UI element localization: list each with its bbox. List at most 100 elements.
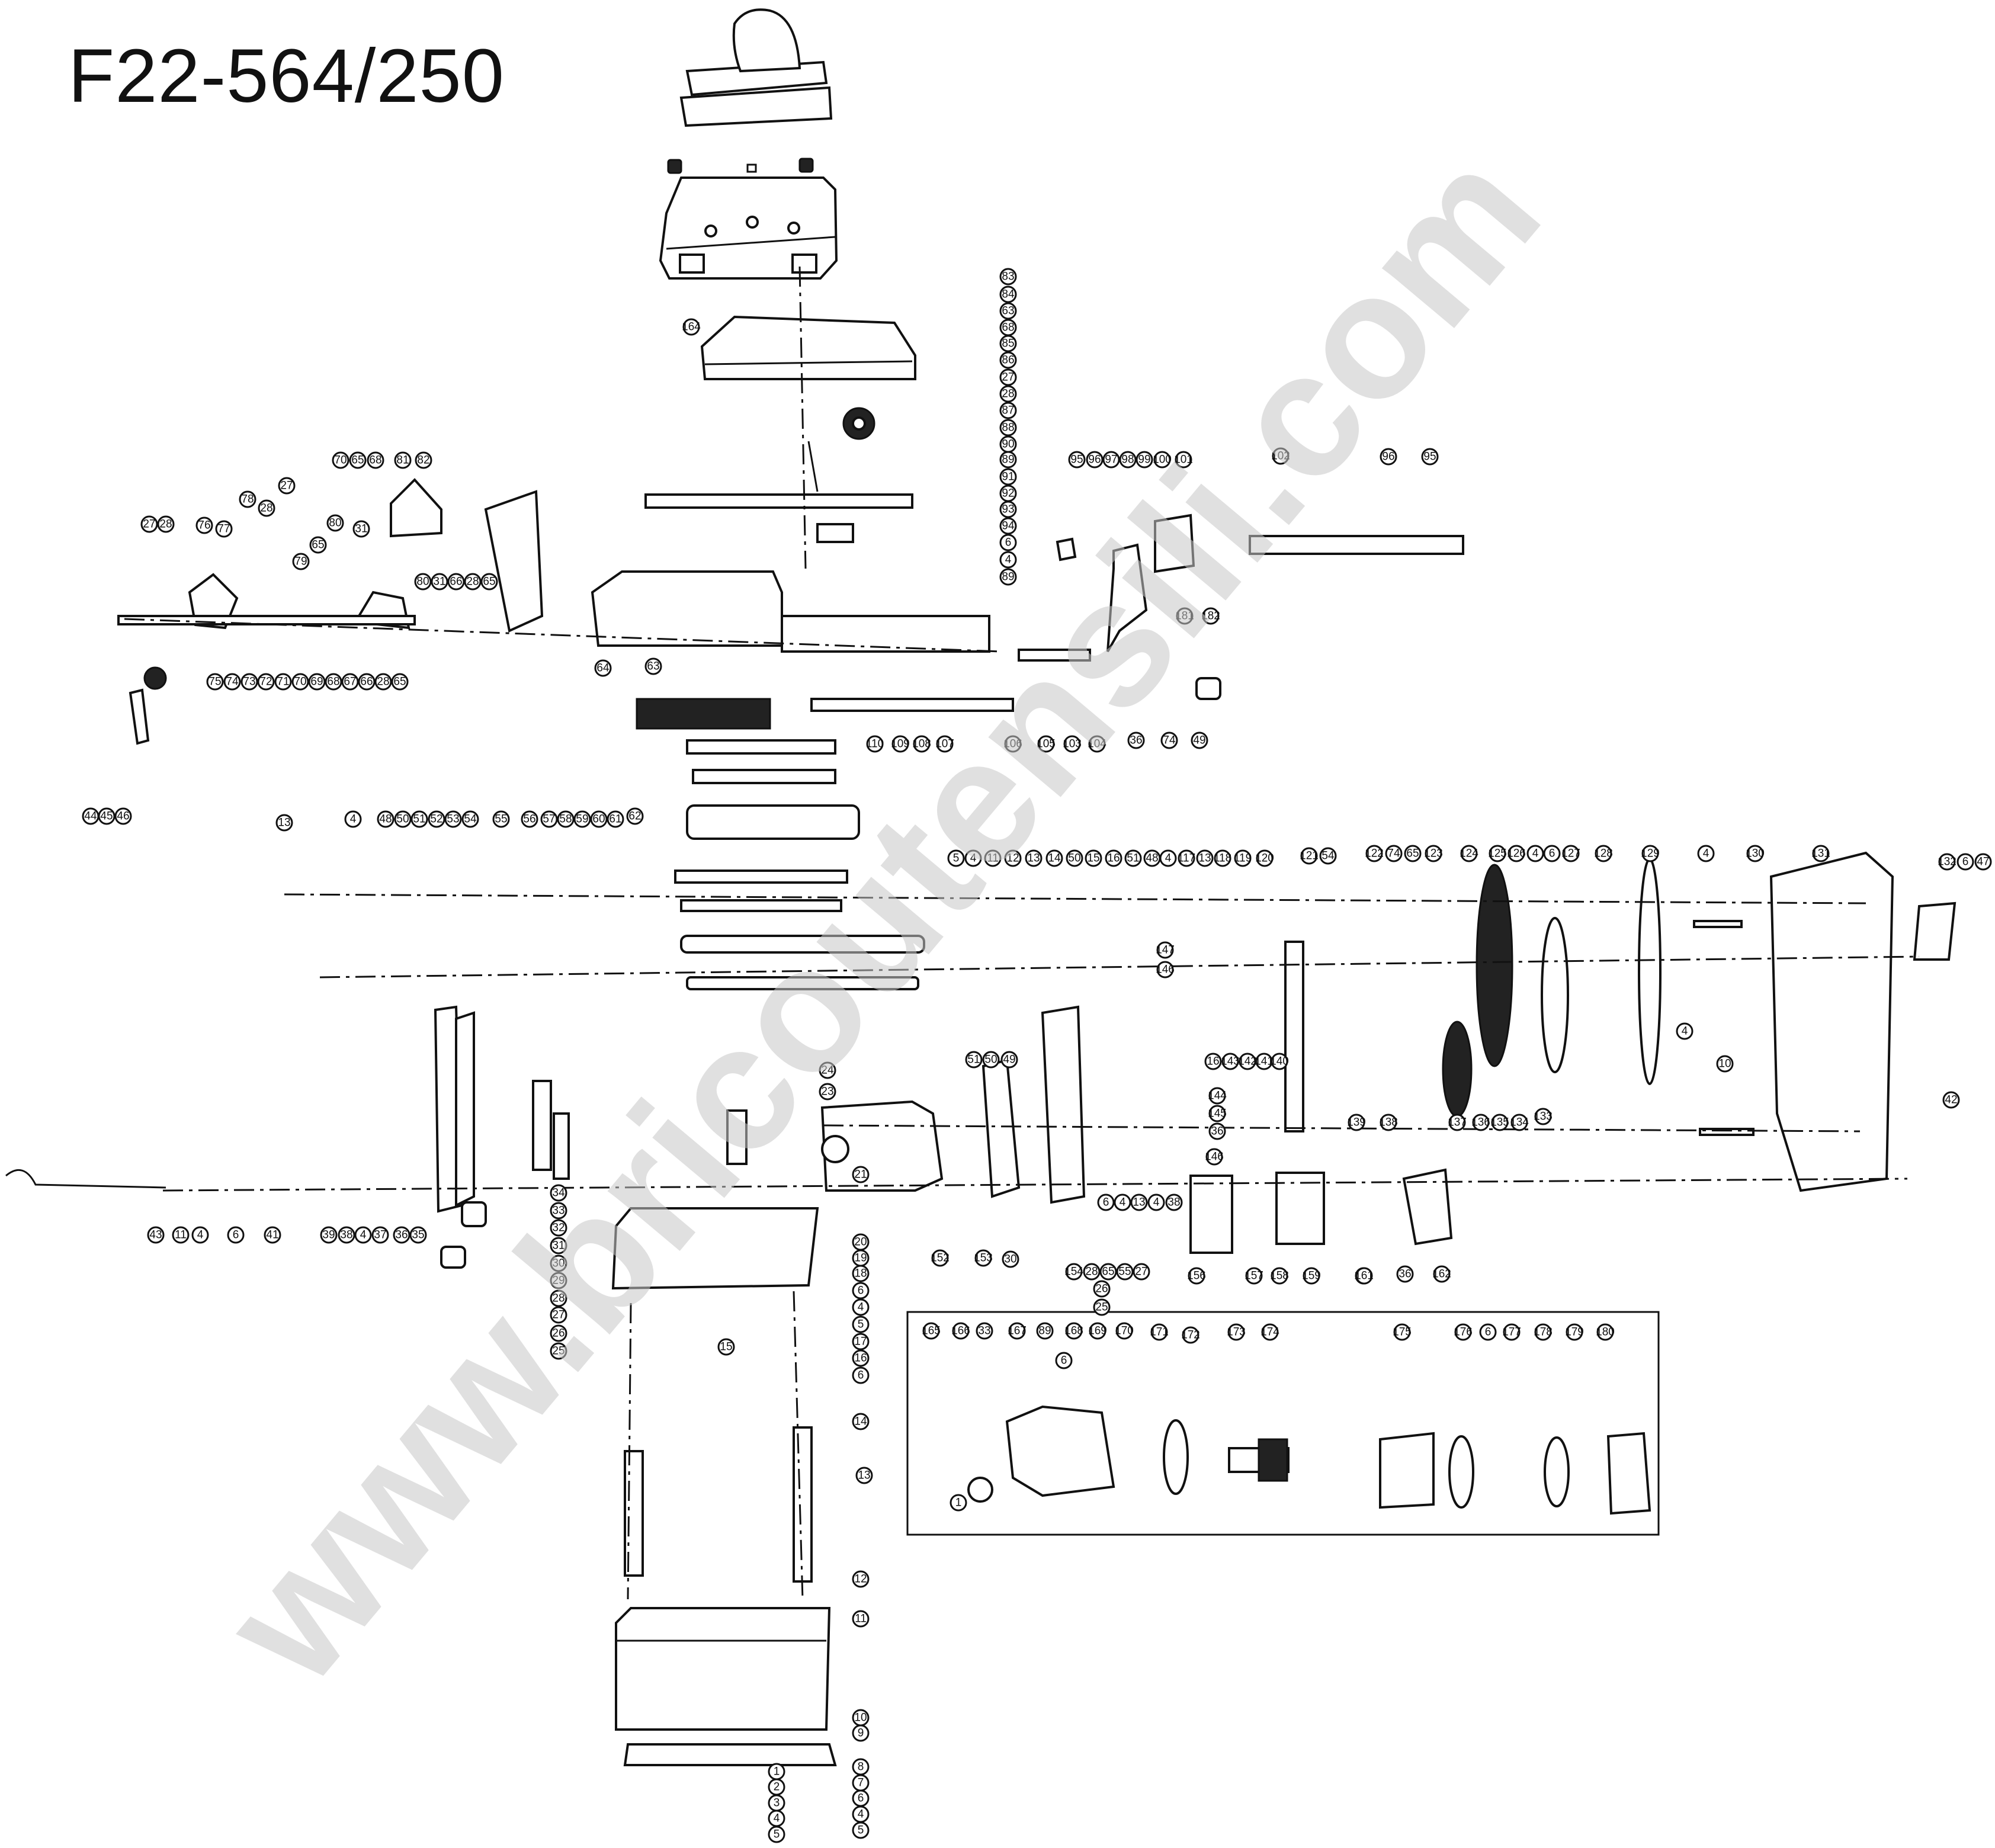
callout-label: 21 [854, 1169, 867, 1181]
callout-circle [1974, 853, 1992, 871]
callout-27: 27 [550, 1306, 567, 1324]
callout-124: 124 [1460, 845, 1478, 862]
callout-label: 167 [1008, 1325, 1027, 1337]
callout-8: 8 [852, 1758, 870, 1776]
callout-circle [1380, 1114, 1397, 1131]
callout-label: 16 [854, 1352, 867, 1365]
callout-35: 35 [409, 1226, 427, 1244]
callout-circle [309, 536, 327, 554]
callout-circle [147, 1226, 165, 1244]
callout-146: 146 [1156, 961, 1175, 978]
callout-145: 145 [1208, 1105, 1227, 1122]
callout-label: 88 [1002, 422, 1014, 434]
callout-circle [240, 673, 258, 691]
callout-12: 12 [1004, 849, 1022, 867]
callout-58: 58 [557, 810, 575, 828]
callout-circle [1208, 1105, 1226, 1122]
callout-circle [1127, 732, 1145, 749]
callout-label: 55 [1118, 1266, 1131, 1278]
callout-127: 127 [1561, 845, 1580, 862]
callout-70: 70 [332, 451, 349, 469]
callout-134: 134 [1510, 1114, 1529, 1131]
callout-circle [852, 1282, 870, 1300]
callout-circle [227, 1226, 245, 1244]
callout-label: 49 [1003, 1054, 1015, 1066]
callout-label: 65 [1102, 1266, 1114, 1278]
callout-6: 6 [1479, 1323, 1497, 1341]
callout-74: 74 [223, 673, 241, 691]
callout-label: 98 [1121, 454, 1134, 466]
callout-87: 87 [999, 402, 1017, 419]
callout-circle [855, 1467, 873, 1484]
callout-30: 30 [1002, 1250, 1019, 1268]
callout-94: 94 [999, 517, 1017, 535]
callout-circle [1045, 849, 1063, 867]
callout-circle [1393, 1323, 1411, 1341]
callout-25: 25 [550, 1342, 567, 1360]
callout-circle [1595, 845, 1612, 862]
callout-circle [1114, 1194, 1131, 1211]
callout-31: 31 [352, 520, 370, 538]
callout-118: 118 [1214, 849, 1231, 867]
callout-label: 52 [430, 813, 442, 826]
callout-circle [550, 1272, 567, 1289]
callout-14: 14 [852, 1413, 870, 1430]
callout-circle [1156, 961, 1174, 978]
callout-circle [976, 1322, 993, 1340]
callout-label: 6 [1549, 848, 1555, 860]
callout-label: 130 [1746, 848, 1765, 860]
callout-label: 65 [483, 576, 495, 588]
callout-7: 7 [852, 1774, 870, 1792]
callout-circle [999, 335, 1017, 352]
callout-4: 4 [768, 1810, 785, 1827]
callout-circle [394, 451, 412, 469]
callout-27: 27 [278, 477, 296, 495]
callout-circle [1004, 735, 1022, 753]
callout-98: 98 [1119, 451, 1137, 469]
callout-circle [594, 659, 612, 677]
callout-label: 33 [552, 1205, 564, 1217]
callout-label: 107 [935, 738, 954, 750]
callout-circle [999, 500, 1017, 518]
drive-train [1442, 851, 1956, 1192]
callout-label: 4 [970, 852, 977, 865]
callout-circle [114, 807, 132, 825]
callout-label: 72 [259, 676, 272, 688]
callout-circle [852, 1413, 870, 1430]
callout-circle [852, 1366, 870, 1384]
callout-label: 84 [1002, 288, 1015, 301]
callout-label: 143 [1221, 1055, 1240, 1068]
callout-label: 74 [1387, 848, 1400, 860]
callout-label: 65 [351, 454, 364, 467]
callout-label: 138 [1379, 1116, 1398, 1129]
callout-label: 181 [1175, 610, 1194, 623]
callout-circle [1130, 1194, 1148, 1211]
callout-circle [1086, 451, 1104, 469]
callout-180: 180 [1596, 1323, 1615, 1341]
callout-6: 6 [227, 1226, 245, 1244]
callout-4: 4 [964, 849, 982, 867]
callout-circle [999, 351, 1017, 369]
callout-label: 4 [360, 1229, 367, 1241]
callout-label: 29 [552, 1275, 564, 1287]
callout-27: 27 [140, 515, 158, 533]
callout-4: 4 [999, 551, 1017, 569]
callout-77: 77 [215, 520, 233, 538]
callout-28: 28 [464, 573, 482, 591]
callout-label: 4 [858, 1301, 864, 1314]
callout-91: 91 [999, 468, 1017, 486]
callout-label: 106 [1003, 738, 1022, 750]
callout-label: 28 [466, 576, 479, 588]
callout-89: 89 [999, 451, 1017, 469]
callout-64: 64 [594, 659, 612, 677]
callout-54: 54 [1319, 847, 1337, 865]
callout-label: 10 [854, 1712, 867, 1724]
callout-165: 165 [922, 1322, 941, 1340]
callout-43: 43 [147, 1226, 165, 1244]
callout-circle [1205, 1148, 1223, 1166]
callout-13: 13 [1196, 849, 1214, 867]
callout-circle [1300, 847, 1318, 865]
callout-181: 181 [1175, 607, 1194, 625]
callout-label: 9 [858, 1727, 864, 1740]
callout-circle [1348, 1114, 1365, 1131]
